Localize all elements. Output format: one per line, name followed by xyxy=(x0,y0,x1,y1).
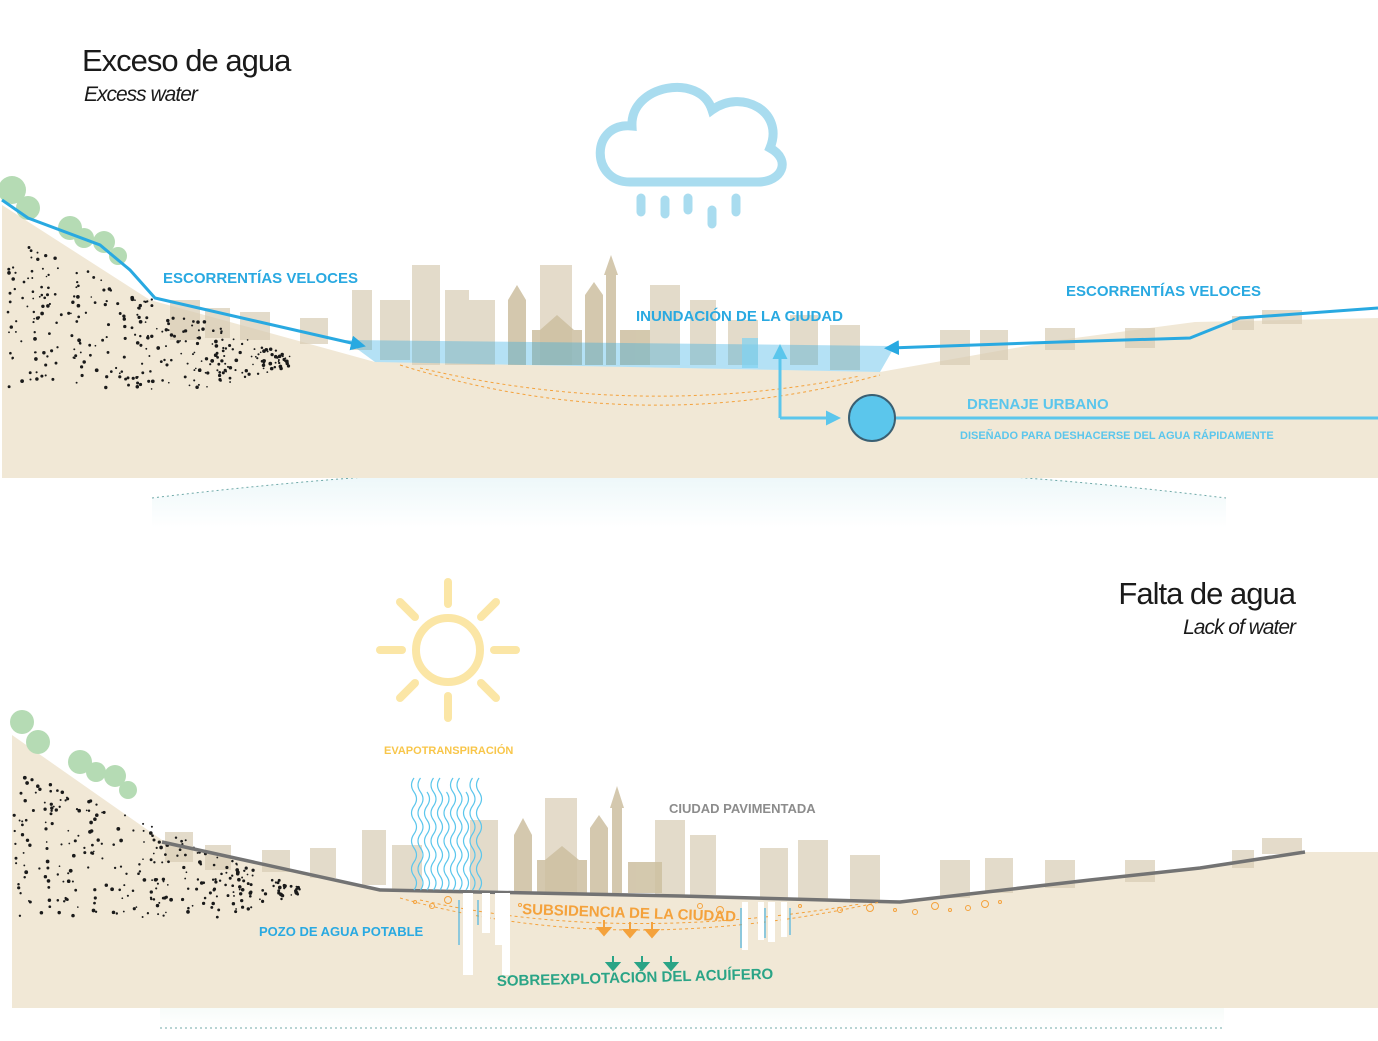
label-city-flood: INUNDACIÓN DE LA CIUDAD xyxy=(636,307,843,325)
bottom-subtitle: Lack of water xyxy=(1183,616,1297,639)
water-wells xyxy=(458,893,791,975)
label-water-well: POZO DE AGUA POTABLE xyxy=(259,924,424,939)
label-runoff-right: ESCORRENTÍAS VELOCES xyxy=(1066,283,1261,300)
aquifer-arrows xyxy=(604,956,680,972)
subsidence-arrows xyxy=(595,920,661,939)
paved-surface xyxy=(161,840,1306,904)
runoff-arrow-right xyxy=(884,306,1378,356)
top-title: Exceso de agua xyxy=(82,43,292,78)
aquifer-top xyxy=(152,464,1226,528)
trees-bottom xyxy=(10,710,137,799)
cathedral-top xyxy=(508,255,650,365)
bottom-panel: Falta de agua Lack of water EVAPOTRANSPI… xyxy=(10,576,1378,1029)
label-drainage-note: DISEÑADO PARA DESHACERSE DEL AGUA RÁPIDA… xyxy=(960,429,1274,442)
top-panel: Exceso de agua Excess water ESCORRENTÍAS… xyxy=(0,43,1378,528)
runoff-arrow-left xyxy=(1,198,366,351)
subsidence-bubbles xyxy=(413,896,1002,915)
evapotranspiration-lines xyxy=(410,777,483,891)
label-drainage: DRENAJE URBANO xyxy=(967,396,1109,413)
cathedral-bottom xyxy=(514,786,662,893)
soil-speckles-top xyxy=(6,246,291,390)
rain-cloud-icon xyxy=(595,82,787,229)
label-evapotranspiration: EVAPOTRANSPIRACIÓN xyxy=(384,744,513,757)
top-subtitle: Excess water xyxy=(84,83,199,106)
soil-speckles-bottom xyxy=(12,775,301,919)
drainage-pipe-icon xyxy=(848,394,896,442)
label-runoff-left: ESCORRENTÍAS VELOCES xyxy=(163,270,358,287)
bottom-title: Falta de agua xyxy=(1118,576,1296,611)
sun-icon xyxy=(376,578,520,722)
ground-bottom xyxy=(12,735,1378,1008)
ground-top xyxy=(2,205,1378,478)
label-paved-city: CIUDAD PAVIMENTADA xyxy=(669,801,816,816)
